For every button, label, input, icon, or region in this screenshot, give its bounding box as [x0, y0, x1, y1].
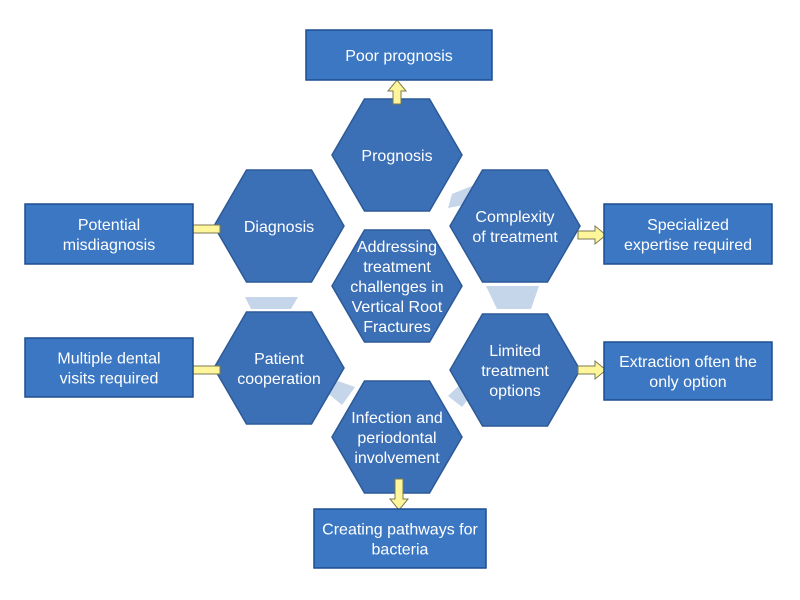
arrow-limited-options [577, 359, 607, 381]
outcome-box-limited-options-shape [603, 341, 773, 401]
outcome-box-patient-cooperation-label: visits required [60, 371, 159, 388]
outcome-box-infection-label: bacteria [372, 542, 429, 559]
outcome-box-patient-cooperation-label: Multiple dental [57, 351, 160, 368]
outcome-box-limited-options-label: only option [649, 374, 726, 391]
center-hexagon-label: Addressing [357, 239, 437, 256]
outcome-box-infection: Creating pathways for bacteria [313, 508, 487, 569]
outcome-box-patient-cooperation: Multiple dental visits required [24, 337, 194, 398]
arrow-infection [388, 478, 410, 511]
hexagon-limited-options: Limited treatment options [449, 313, 581, 427]
hexagon-complexity-shape [449, 169, 581, 283]
hexagon-limited-options-label: Limited [489, 343, 541, 360]
hexagon-patient-cooperation-label: Patient [254, 351, 304, 368]
outcome-box-prognosis-shape [305, 29, 493, 81]
outcome-box-prognosis: Poor prognosis [305, 29, 493, 81]
hexagon-complexity-label: Complexity [475, 209, 554, 226]
arrow-prognosis [386, 79, 408, 105]
center-hexagon: Addressing treatment challenges in Vertical… [331, 229, 463, 343]
outcome-box-diagnosis-shape [24, 203, 194, 265]
hexagon-prognosis-shape [331, 98, 463, 212]
outcome-box-diagnosis: Potential misdiagnosis [24, 203, 194, 265]
hexagon-infection-shape [331, 380, 463, 494]
hexagon-infection: Infection and periodontal involvement [331, 380, 463, 494]
outcome-box-prognosis-label: Poor prognosis [345, 48, 453, 65]
hexagon-group: Addressing treatment challenges in Vertical… [213, 98, 581, 494]
hexagon-infection-label: involvement [354, 450, 440, 467]
hexagon-prognosis-label: Prognosis [361, 148, 432, 165]
center-hexagon-label: treatment [363, 259, 431, 276]
outcome-box-complexity: Specialized expertise required [603, 203, 773, 265]
outcome-box-infection-shape [313, 508, 487, 569]
outcome-box-patient-cooperation-shape [24, 337, 194, 398]
hexagon-limited-options-label: treatment [481, 363, 549, 380]
center-hexagon-label: Fractures [363, 319, 431, 336]
outcome-box-diagnosis-label: misdiagnosis [63, 237, 155, 254]
outcome-box-limited-options: Extraction often the only option [603, 341, 773, 401]
hexagon-prognosis: Prognosis [331, 98, 463, 212]
center-hexagon-label: challenges in [350, 279, 443, 296]
hexagon-patient-cooperation: Patient cooperation [213, 311, 345, 425]
hexagon-diagnosis: Diagnosis [213, 169, 345, 283]
arrow-complexity [577, 224, 607, 246]
hexagon-connector [245, 297, 298, 309]
hexagon-complexity-label: of treatment [472, 229, 558, 246]
hexagon-diagnosis-shape [213, 169, 345, 283]
hexagon-infection-label: periodontal [357, 430, 436, 447]
hexagon-diagnosis-label: Diagnosis [244, 219, 314, 236]
hexagon-patient-cooperation-label: cooperation [237, 371, 321, 388]
center-hexagon-label: Vertical Root [352, 299, 443, 316]
outcome-box-limited-options-label: Extraction often the [619, 354, 757, 371]
outcome-box-infection-label: Creating pathways for [322, 522, 478, 539]
center-hexagon-shape [331, 229, 463, 343]
hexagon-connector [486, 286, 539, 309]
hexagon-infection-label: Infection and [351, 410, 443, 427]
outcome-box-complexity-shape [603, 203, 773, 265]
hexagon-limited-options-label: options [489, 383, 541, 400]
outcome-box-complexity-label: Specialized [647, 217, 729, 234]
outcome-box-diagnosis-label: Potential [78, 217, 140, 234]
outcome-box-complexity-label: expertise required [624, 237, 752, 254]
hexagon-patient-cooperation-shape [213, 311, 345, 425]
hexagon-complexity: Complexity of treatment [449, 169, 581, 283]
